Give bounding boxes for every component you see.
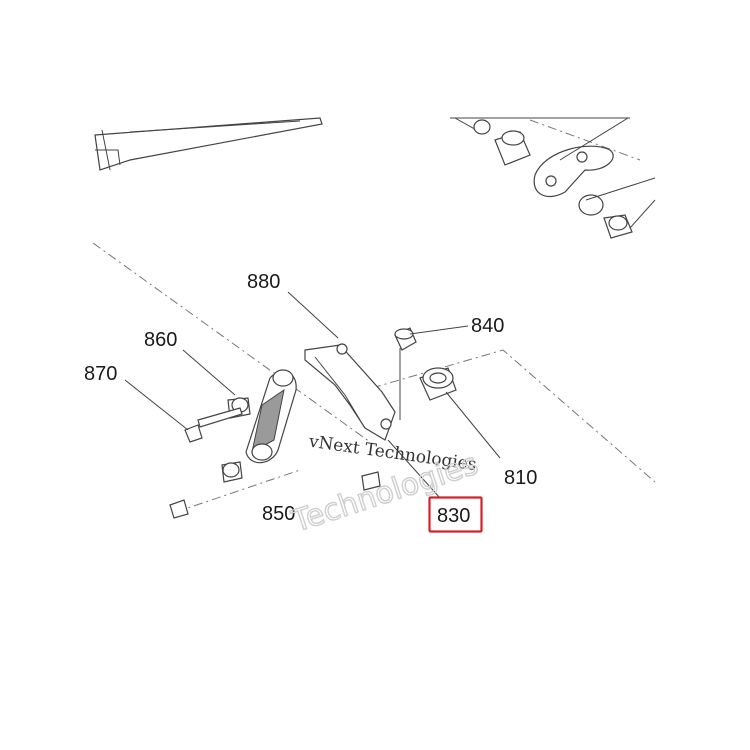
callout-880: 880 [247, 271, 280, 293]
callout-870: 870 [84, 363, 117, 385]
callout-860: 860 [144, 329, 177, 351]
fasteners [169, 397, 381, 519]
nut-840 [394, 327, 417, 351]
callout-830: 830 [437, 505, 470, 527]
frame-arm [94, 117, 323, 171]
callout-840: 840 [471, 315, 504, 337]
bracket-plate [304, 343, 401, 441]
callout-leaders [124, 291, 501, 499]
bushing-810 [419, 367, 457, 401]
axis-lines [92, 119, 656, 513]
link-arm [245, 369, 297, 464]
callout-850: 850 [262, 503, 295, 525]
highlight-box [428, 496, 483, 533]
callout-810: 810 [504, 467, 537, 489]
upper-right-hardware [450, 117, 656, 239]
